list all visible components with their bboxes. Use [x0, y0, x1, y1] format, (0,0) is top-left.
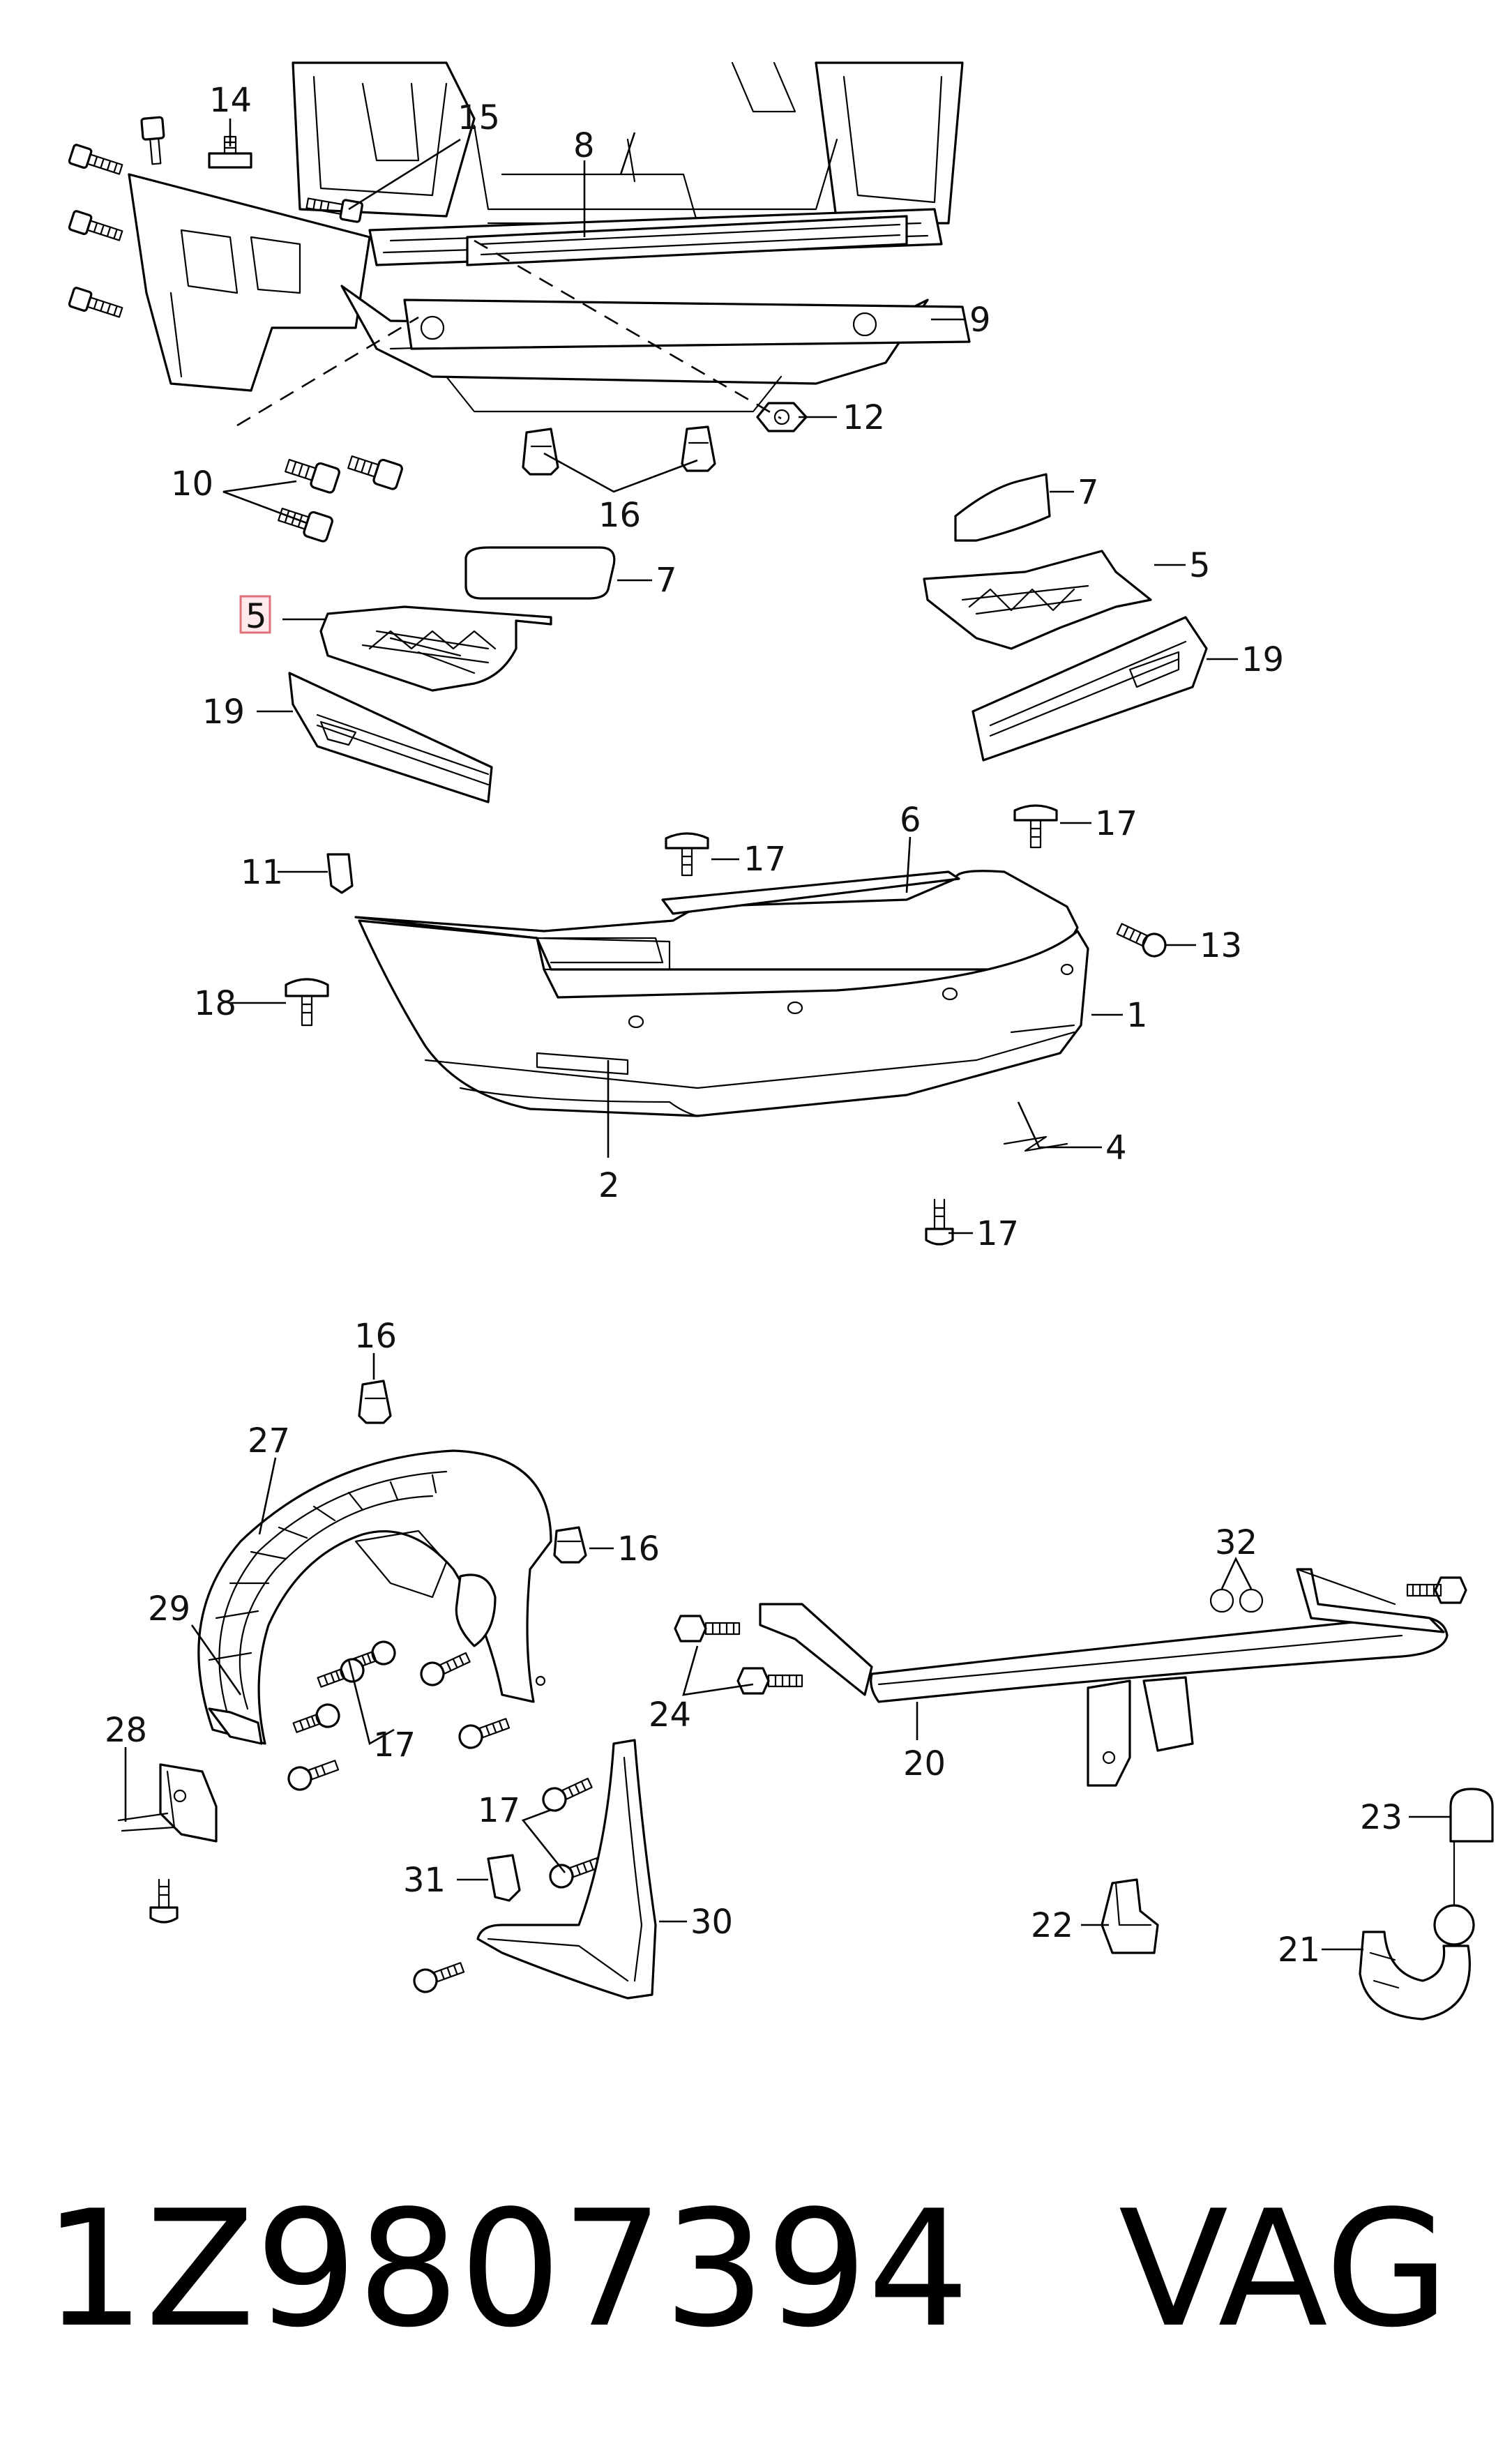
guide-bracket-part-5-left — [319, 605, 552, 692]
callout-9: 9 — [969, 301, 991, 340]
callout-15: 15 — [458, 98, 500, 137]
callout-20: 20 — [903, 1744, 946, 1783]
highlight-box-5 — [239, 595, 271, 634]
bolt-part-15 — [305, 197, 363, 223]
callout-18: 18 — [194, 984, 236, 1023]
bolts-part-24 — [674, 1576, 1467, 1695]
callout-7-right: 7 — [1078, 473, 1099, 512]
callout-31: 31 — [403, 1861, 446, 1900]
callout-16-top: 16 — [598, 496, 641, 535]
rear-body-section — [292, 61, 964, 225]
callout-13: 13 — [1200, 926, 1242, 965]
wheel-housing-liner-part-27 — [197, 1449, 552, 1745]
callout-17-b: 17 — [1095, 804, 1137, 843]
clip-part-11 — [326, 853, 354, 894]
callout-10: 10 — [171, 465, 213, 504]
part-number-caption: 1Z9807394 — [43, 2177, 970, 2363]
callout-14: 14 — [209, 81, 252, 120]
callout-17-d: 17 — [373, 1725, 416, 1765]
clip-part-16-liner-top — [358, 1380, 392, 1424]
callout-16-liner-top: 16 — [354, 1317, 397, 1356]
bolt-part-13 — [1116, 923, 1167, 958]
screw-part-17-c — [925, 1198, 954, 1246]
callout-22: 22 — [1031, 1906, 1073, 1945]
screw-part-17-a — [665, 832, 709, 877]
callout-7-left: 7 — [656, 561, 677, 600]
mudflap-part-30 — [476, 1739, 657, 2000]
caps-part-32 — [1209, 1588, 1264, 1613]
clip-part-31 — [487, 1854, 521, 1902]
callout-11: 11 — [241, 853, 283, 892]
screws-part-17-liner — [287, 1640, 601, 1993]
callout-24: 24 — [649, 1696, 691, 1735]
callout-32: 32 — [1215, 1523, 1257, 1562]
screw-part-28-lower — [149, 1878, 179, 1924]
callout-1: 1 — [1126, 996, 1148, 1035]
callout-17-c: 17 — [976, 1214, 1019, 1253]
tow-hook-part-21 — [1359, 1840, 1475, 2021]
callout-23: 23 — [1360, 1798, 1403, 1837]
socket-part-22 — [1101, 1878, 1159, 1954]
spoiler-part-6 — [661, 870, 960, 915]
bolts-part-10 — [278, 455, 403, 543]
callout-17-a: 17 — [743, 840, 786, 879]
callout-12: 12 — [842, 398, 885, 437]
bracket-part-28 — [117, 1763, 218, 1843]
callout-4: 4 — [1105, 1128, 1127, 1168]
clips-part-16-top — [522, 425, 716, 476]
rail-part-19-left — [288, 672, 493, 803]
towbar-crossmember-part-20 — [759, 1568, 1449, 1787]
callout-19-right: 19 — [1241, 640, 1284, 679]
callout-5-right: 5 — [1189, 546, 1211, 585]
side-bracket-left — [128, 173, 371, 392]
impact-strip-part-8 — [466, 215, 908, 266]
callout-17-e: 17 — [478, 1791, 520, 1830]
callout-19-left: 19 — [202, 693, 245, 732]
screw-part-18 — [285, 978, 329, 1027]
callout-21: 21 — [1278, 1931, 1320, 1970]
callout-8: 8 — [573, 126, 595, 165]
guide-bracket-part-5-right — [923, 550, 1152, 650]
callout-6: 6 — [900, 801, 921, 840]
callout-29: 29 — [148, 1589, 190, 1629]
callout-28: 28 — [105, 1711, 147, 1750]
callout-5-highlighted: 5 — [245, 597, 267, 636]
leader-lines — [124, 119, 1451, 1951]
screw-part-17-b — [1013, 804, 1058, 849]
callout-27: 27 — [248, 1421, 290, 1460]
nut-part-12 — [756, 402, 808, 432]
rail-part-19-right — [972, 616, 1208, 762]
callout-labels: 14 15 8 9 12 10 16 7 7 5 5 19 19 6 17 17… — [105, 81, 1403, 1970]
bolt-group-top-left — [68, 116, 363, 318]
callout-16-liner-side: 16 — [617, 1530, 660, 1569]
callout-2: 2 — [598, 1166, 620, 1205]
callout-30: 30 — [690, 1903, 733, 1942]
ball-cap-part-23 — [1449, 1788, 1494, 1843]
brand-caption: VAG — [1118, 2177, 1449, 2363]
clip-part-16-liner-side — [553, 1526, 587, 1564]
reflector-part-7-right — [954, 473, 1051, 542]
reflector-part-7-left — [464, 546, 616, 600]
